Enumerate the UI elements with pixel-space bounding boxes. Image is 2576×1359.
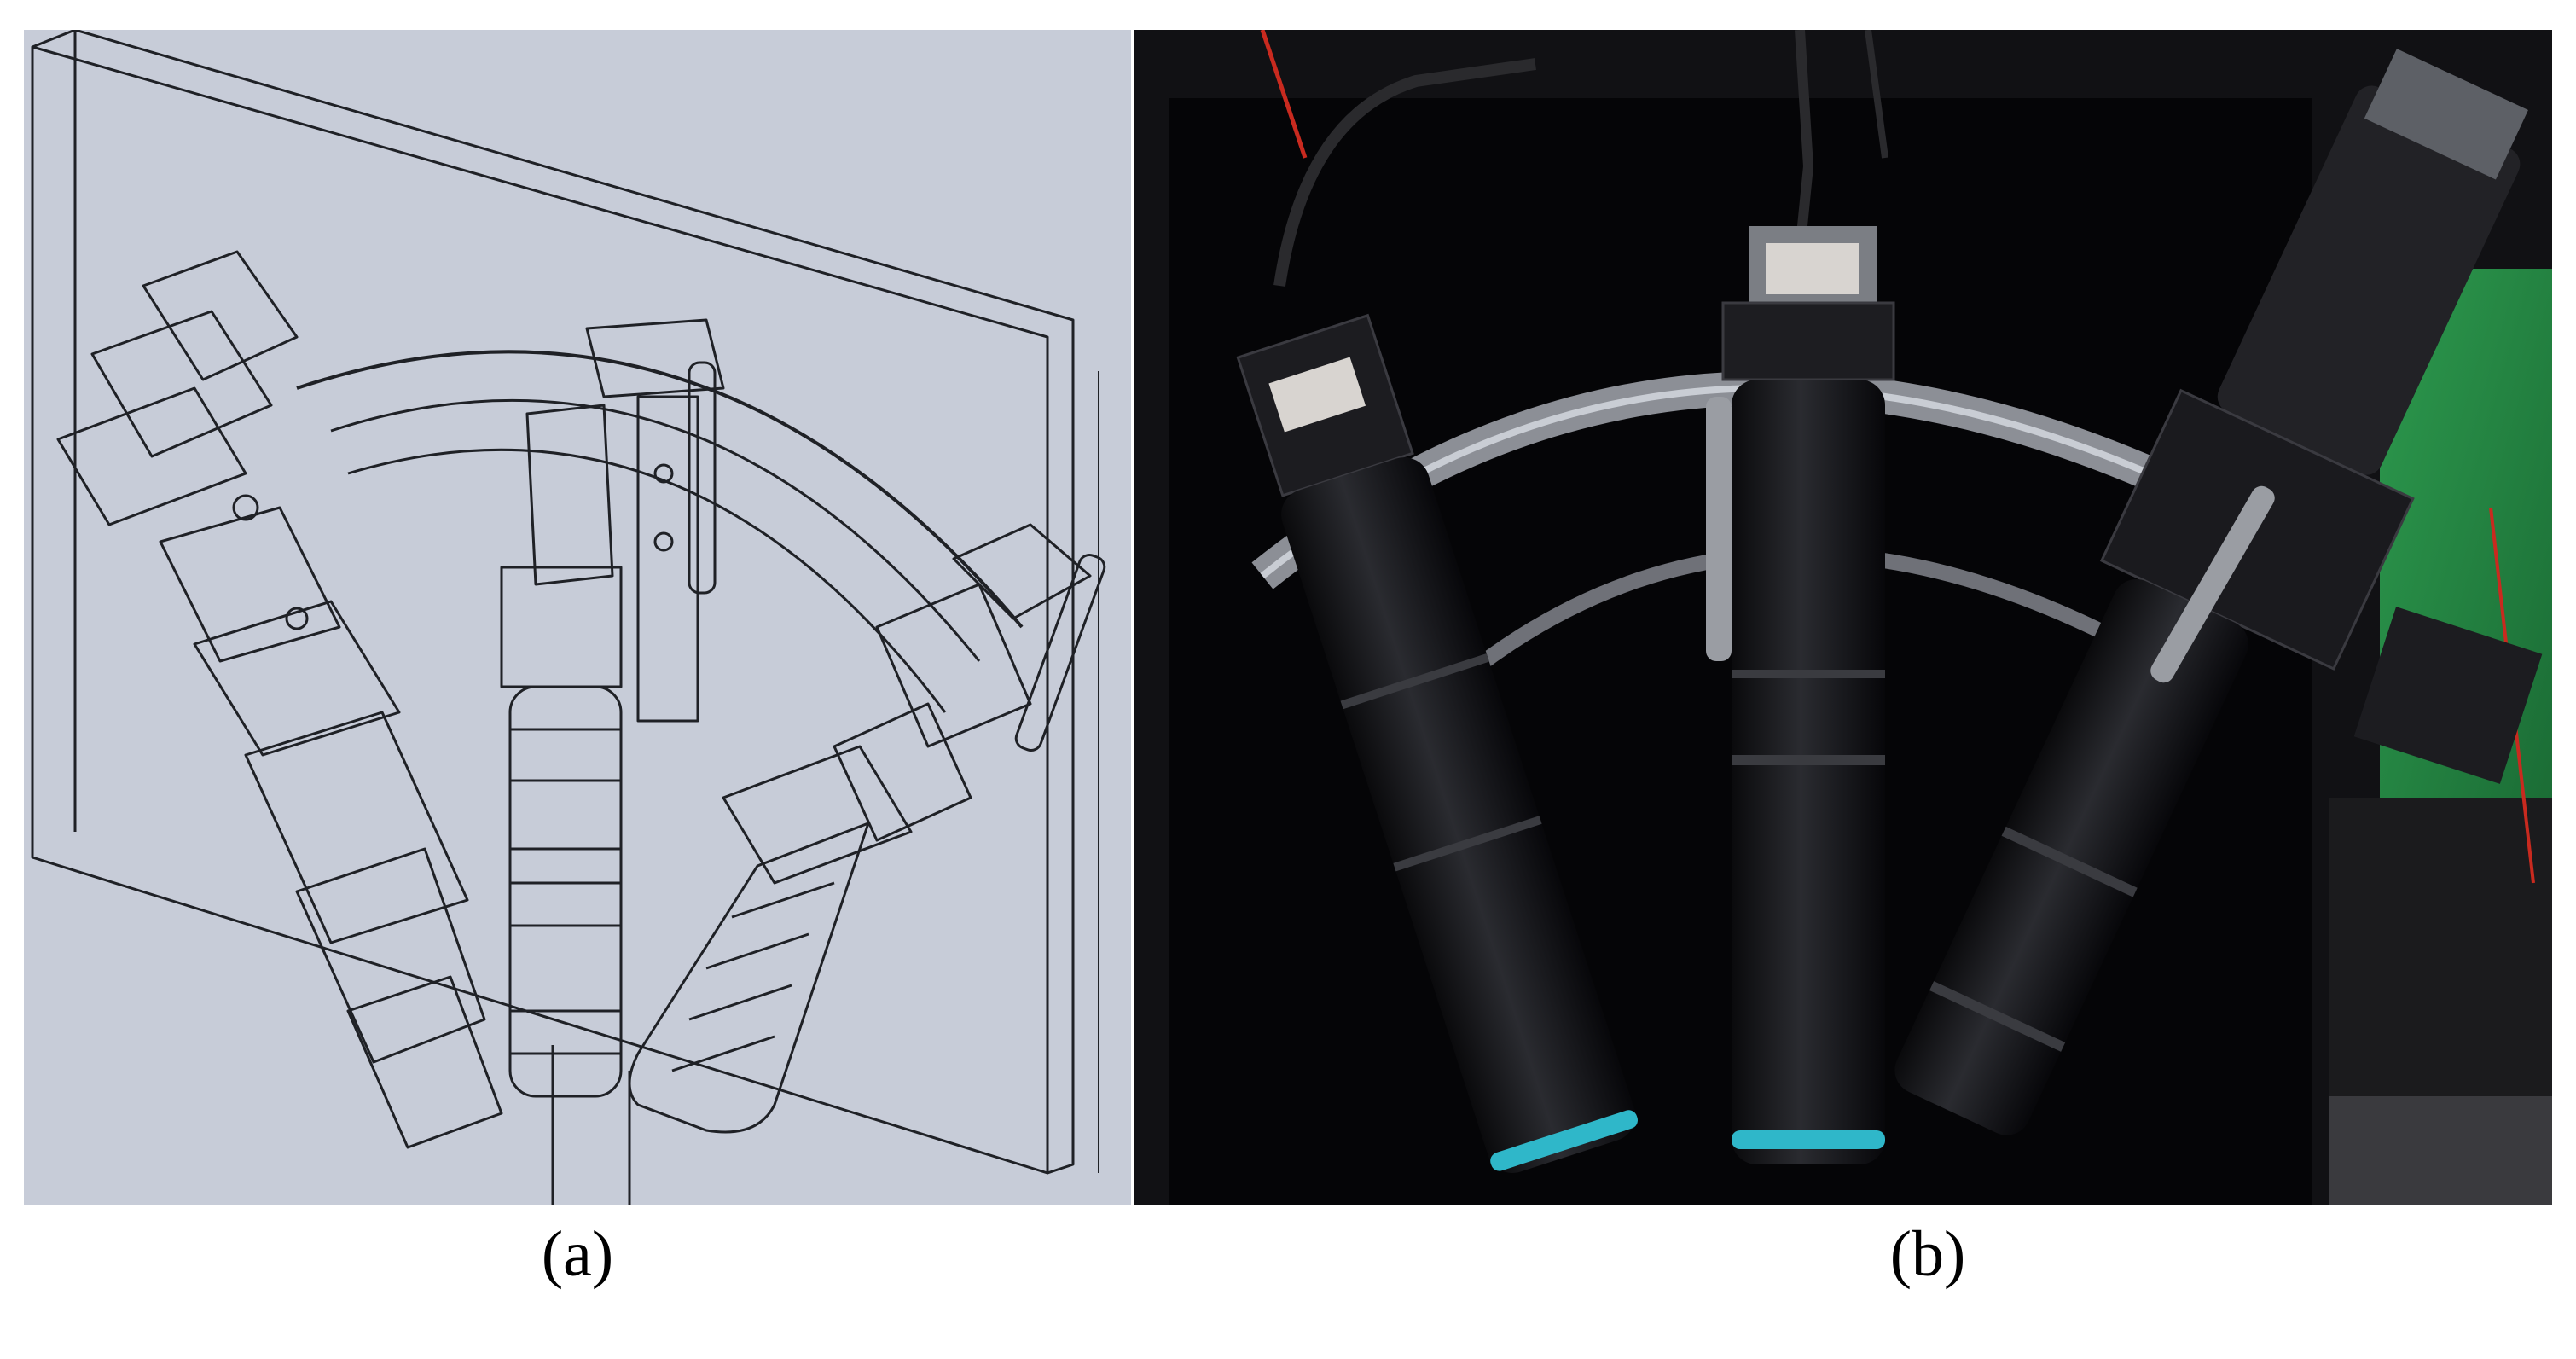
arc-rail-lower: [347, 448, 947, 713]
plate-edge: [32, 30, 1075, 1175]
cad-drawing-svg: [31, 30, 1106, 1205]
cable-center: [1795, 30, 1814, 253]
center-lens-ring: [1732, 1130, 1885, 1149]
right-camera: [1894, 49, 2543, 1135]
right-motor-block: [2353, 607, 2543, 784]
red-wire-left: [1260, 30, 1308, 159]
arc-rail-inner: [330, 398, 981, 662]
panel-a-label: (a): [541, 1218, 614, 1290]
photo-svg: [1134, 30, 2552, 1205]
center-camera: [1706, 226, 1895, 1164]
right-lens-hood: [2217, 85, 2521, 475]
cable-left: [1273, 58, 1536, 287]
left-camera: [1236, 313, 1638, 1174]
center-camera-assembly: [500, 318, 725, 1098]
left-camera-assembly: [56, 250, 503, 1149]
left-camera-label: [1268, 357, 1366, 433]
left-lens-ring: [1490, 1110, 1638, 1171]
panel-b-label: (b): [1889, 1218, 1966, 1290]
panel-b-photograph: [1134, 30, 2552, 1205]
right-camera-assembly: [628, 523, 1106, 1134]
cable-center-2: [1865, 30, 1888, 159]
arc-rail-outer: [296, 350, 1024, 629]
micrometer-right: [2150, 485, 2275, 683]
background-box: [2329, 1096, 2552, 1205]
micrometer-center: [1706, 397, 1732, 661]
center-camera-label: [1766, 243, 1859, 294]
mounting-plate: [31, 45, 1049, 1175]
panel-a-cad-drawing: [24, 30, 1131, 1205]
